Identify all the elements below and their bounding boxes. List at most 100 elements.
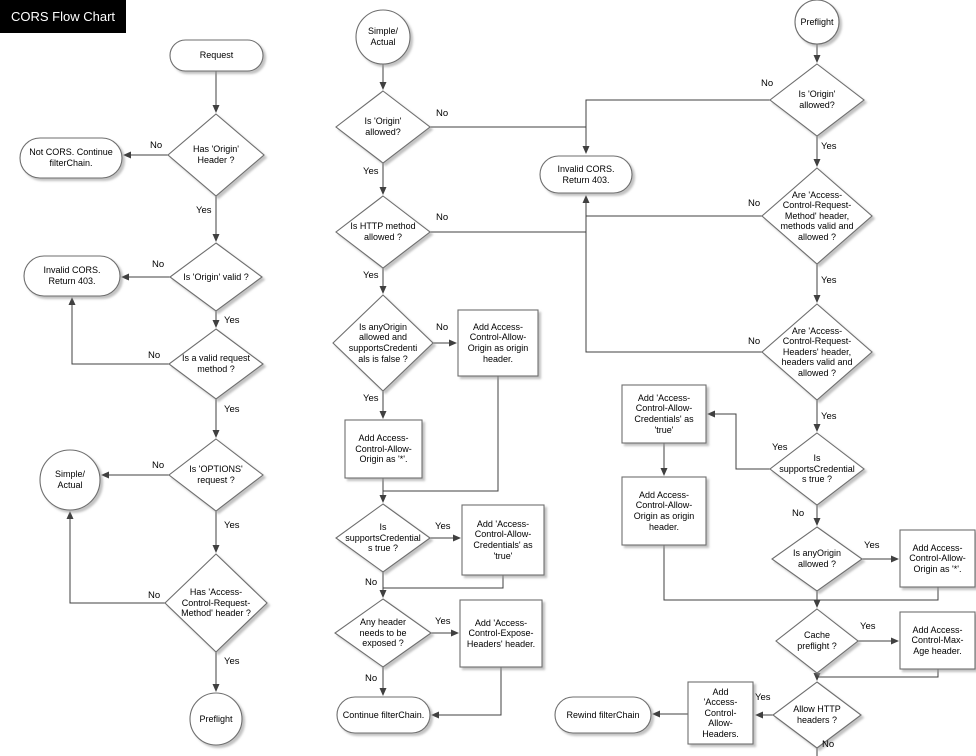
sa-supports-credentials-decision-shape	[335, 503, 431, 573]
sa-supports-credentials-decision: Is supportsCredentials true ?	[345, 522, 421, 554]
sa-add-expose-headers-process: Add 'Access-Control-Expose-Headers' head…	[466, 617, 536, 649]
not-cors-terminator: Not CORS. Continue filterChain.	[29, 147, 113, 168]
invalid-cors-return-403-terminator: Invalid CORS. Return 403.	[557, 163, 615, 185]
connector-line	[582, 195, 762, 353]
invalid-cors-terminator-shape	[23, 255, 121, 297]
has-request-method-header-decision: Has 'Access-Control-Request-Method' head…	[181, 587, 251, 619]
sa-add-origin-star-process-shape	[344, 419, 423, 479]
rewind-filterchain-terminator: Rewind filterChain	[566, 709, 640, 720]
sa-add-origin-header-process: Add Access-Control-Allow-Origin as origi…	[467, 321, 529, 364]
edge-label-no: No	[148, 590, 161, 601]
preflight-start-connector-shape	[794, 0, 840, 45]
simple-actual-start-connector-shape	[355, 9, 411, 65]
connector-line	[817, 587, 939, 601]
sa-anyorigin-credentials-decision-shape	[332, 294, 434, 392]
edge-label-yes: Yes	[224, 315, 240, 326]
edge-label-no: No	[792, 508, 805, 519]
pf-request-headers-valid-decision: Are 'Access-Control-Request-Headers' hea…	[781, 325, 853, 378]
edge-label-yes: Yes	[821, 141, 837, 152]
edge-label-no: No	[152, 259, 165, 270]
edge-label-no: No	[365, 673, 378, 684]
pf-request-method-valid-decision-shape	[761, 167, 873, 265]
sa-is-http-method-allowed-decision: Is HTTP method allowed ?	[350, 221, 416, 242]
pf-request-method-valid-decision: Are 'Access-Control-Request-Method' head…	[780, 189, 854, 242]
connector-line	[707, 410, 770, 470]
pf-supports-credentials-decision: Is supportsCredentials true ?	[779, 453, 855, 485]
sa-is-origin-allowed-decision: Is 'Origin' allowed?	[364, 116, 402, 137]
edge-label-yes: Yes	[363, 393, 379, 404]
edge-label-yes: Yes	[821, 275, 837, 286]
has-origin-header-decision-shape	[167, 113, 265, 197]
connector-line	[66, 511, 165, 604]
pf-supports-credentials-decision-shape	[769, 432, 865, 506]
edge-label-no: No	[436, 212, 449, 223]
pf-add-origin-star-process-shape	[899, 529, 976, 588]
request-terminator: Request	[199, 50, 234, 61]
edge-label-no: No	[150, 140, 163, 151]
edge-label-no: No	[748, 198, 761, 209]
edge-label-no: No	[436, 108, 449, 119]
edge-label-yes: Yes	[755, 692, 771, 703]
sa-add-credentials-process: Add 'Access-Control-Allow-Credentials' a…	[473, 518, 533, 561]
pf-add-origin-header-process: Add Access-Control-Allow-Origin as origi…	[633, 489, 695, 532]
simple-actual-connector-shape	[39, 449, 101, 511]
simple-actual-start-connector: Simple/ Actual	[367, 26, 398, 47]
sa-add-credentials-process-shape	[461, 504, 545, 576]
sa-add-origin-header-process-shape	[457, 309, 539, 377]
pf-add-credentials-process-shape	[621, 384, 707, 444]
connector-line	[663, 545, 817, 601]
pf-cache-preflight-decision: Cache preflight ?	[797, 630, 837, 651]
pf-request-headers-valid-decision-shape	[761, 303, 873, 401]
invalid-cors-terminator: Invalid CORS. Return 403.	[43, 265, 101, 286]
is-valid-method-decision: Is a valid request method ?	[181, 353, 251, 374]
pf-allow-http-headers-decision-shape	[772, 681, 862, 749]
rewind-filterchain-terminator-shape	[554, 696, 652, 734]
invalid-cors-return-403-terminator-shape	[539, 155, 633, 194]
is-origin-valid-decision: Is 'Origin' valid ?	[183, 271, 249, 282]
has-origin-header-decision: Has 'Origin' Header ?	[193, 144, 239, 165]
edge-label-yes: Yes	[224, 520, 240, 531]
edge-label-no: No	[152, 460, 165, 471]
edge-label-yes: Yes	[363, 166, 379, 177]
page-title: CORS Flow Chart	[0, 0, 127, 33]
not-cors-terminator-shape	[19, 137, 123, 179]
sa-add-expose-headers-process-shape	[459, 599, 543, 668]
edge-label-yes: Yes	[821, 411, 837, 422]
pf-allow-http-headers-decision: Allow HTTP headers ?	[793, 704, 841, 725]
edge-label-yes: Yes	[224, 656, 240, 667]
pf-add-allow-headers-process-shape	[687, 681, 754, 745]
sa-expose-headers-decision: Any header needs to be exposed ?	[359, 617, 407, 649]
sa-expose-headers-decision-shape	[334, 598, 432, 668]
pf-is-origin-allowed-decision: Is 'Origin' allowed?	[798, 89, 836, 110]
pf-add-origin-star-process: Add Access-Control-Allow-Origin as '*'.	[909, 542, 966, 574]
connector-line	[817, 669, 939, 678]
preflight-start-connector: Preflight	[800, 16, 834, 27]
pf-add-max-age-process: Add Access-Control-Max-Age header.	[911, 624, 964, 656]
pf-is-origin-allowed-decision-shape	[769, 63, 865, 137]
edge-label-yes: Yes	[196, 205, 212, 216]
edge-label-yes: Yes	[224, 404, 240, 415]
edge-label-yes: Yes	[363, 270, 379, 281]
sa-add-origin-star-process: Add Access-Control-Allow-Origin as '*'.	[355, 433, 412, 465]
pf-anyorigin-decision: Is anyOrigin allowed ?	[792, 548, 842, 569]
edge-label-no: No	[148, 350, 161, 361]
sa-anyorigin-credentials-decision: Is anyOrigin allowed and supportsCredent…	[348, 321, 418, 364]
edge-label-no: No	[436, 322, 449, 333]
edge-label-yes: Yes	[860, 621, 876, 632]
preflight-connector-shape	[189, 692, 243, 746]
connector-lines	[66, 44, 939, 756]
edge-label-no: No	[748, 336, 761, 347]
preflight-connector: Preflight	[199, 713, 233, 724]
simple-actual-connector: Simple/ Actual	[54, 469, 85, 490]
is-origin-valid-decision-shape	[169, 242, 263, 312]
continue-filterchain-terminator: Continue filterChain.	[342, 709, 425, 720]
edge-label-no: No	[822, 739, 835, 750]
pf-add-credentials-process: Add 'Access-Control-Allow-Credentials' a…	[634, 392, 694, 435]
pf-anyorigin-decision-shape	[771, 526, 863, 592]
is-options-request-decision-shape	[168, 438, 264, 512]
connector-line	[431, 667, 502, 719]
connector-line	[383, 575, 504, 589]
has-request-method-header-decision-shape	[164, 553, 268, 653]
sa-is-http-method-allowed-decision-shape	[335, 195, 431, 269]
request-terminator-shape	[169, 39, 264, 72]
